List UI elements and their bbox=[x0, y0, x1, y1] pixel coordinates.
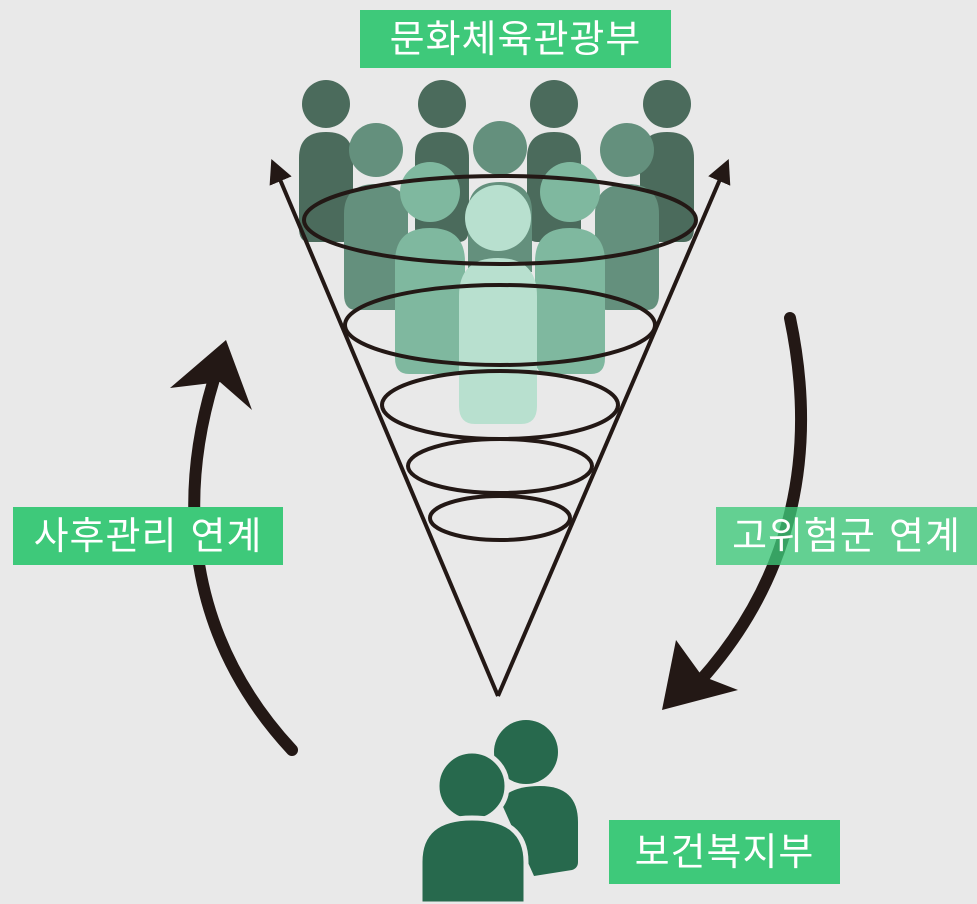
aftercare-link-label: 사후관리 연계 bbox=[13, 507, 283, 565]
two-people-icon bbox=[417, 720, 578, 904]
funnel-icon bbox=[269, 158, 731, 697]
curved-arrow-up-icon bbox=[170, 340, 298, 756]
ministry-culture-label: 문화체육관광부 bbox=[360, 10, 671, 68]
high-risk-link-label: 고위험군 연계 bbox=[716, 507, 977, 565]
ministry-health-label: 보건복지부 bbox=[609, 820, 840, 884]
